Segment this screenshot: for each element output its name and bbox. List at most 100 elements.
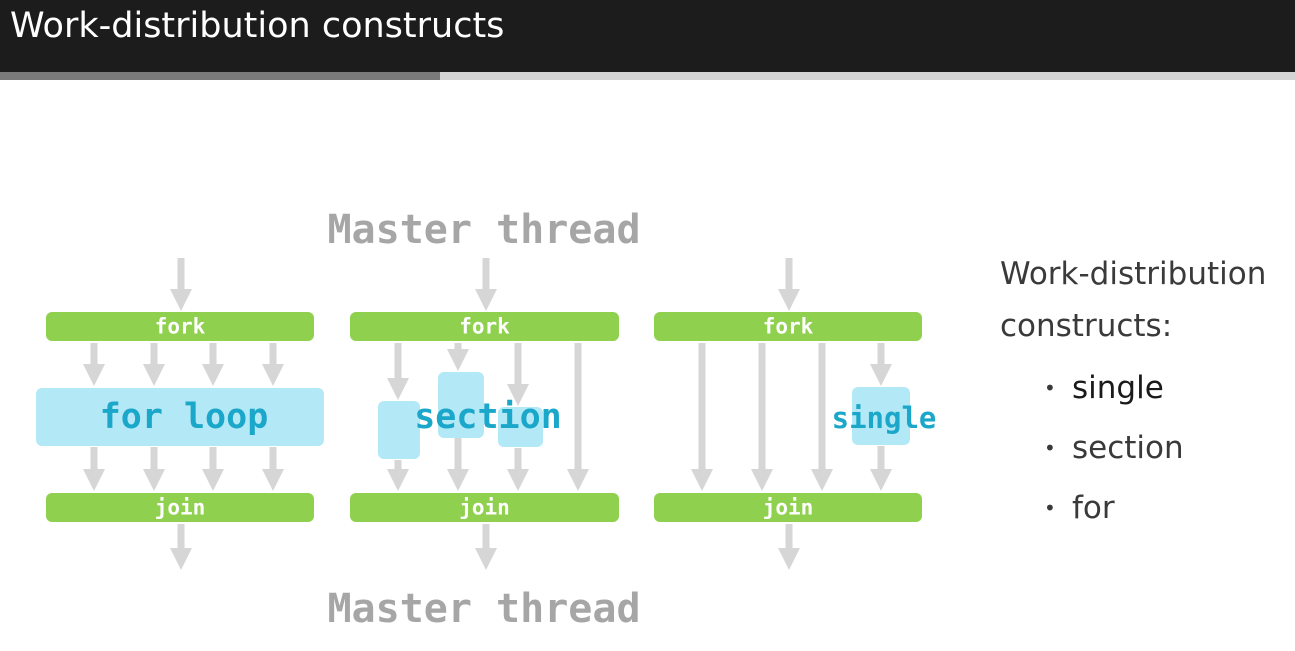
arrow-head (83, 469, 105, 491)
work-block-group (36, 372, 910, 459)
arrow-head (262, 364, 284, 386)
arrow-shaft (90, 343, 98, 366)
single-label: single (832, 401, 937, 435)
bar-group (46, 312, 922, 522)
output-arrow-icon (475, 524, 497, 570)
arrow-head (170, 289, 192, 311)
down-arrow-icon (751, 343, 773, 491)
output-arrow-icon (778, 524, 800, 570)
arrow-shaft (877, 343, 885, 366)
down-arrow-icon (870, 446, 892, 491)
arrow-shaft (818, 343, 826, 471)
down-arrow-icon (507, 448, 529, 491)
arrow-shaft (177, 258, 185, 291)
bullet-icon: • (1044, 376, 1056, 400)
down-arrow-icon (83, 447, 105, 491)
slide-title: Work-distribution constructs (10, 6, 505, 46)
section-block-3 (498, 407, 543, 447)
arrow-head (387, 378, 409, 400)
down-arrow-icon (567, 343, 589, 491)
slide-progress-fill (0, 72, 441, 80)
section-label: section (414, 397, 562, 437)
construct-list-heading-line-1: Work-distribution (1000, 256, 1267, 292)
arrow-head (870, 364, 892, 386)
down-arrow-icon (387, 460, 409, 491)
arrow-head (143, 364, 165, 386)
fork-bar-2-label: fork (459, 315, 510, 339)
down-arrow-icon (870, 343, 892, 386)
section-block-1 (378, 401, 420, 459)
down-arrow-icon (447, 343, 469, 371)
arrow-head (143, 469, 165, 491)
arrow-shaft (785, 258, 793, 291)
fork-bar-3-label: fork (763, 315, 814, 339)
down-arrow-icon (202, 447, 224, 491)
arrow-shaft (209, 447, 217, 471)
arrow-shaft (177, 524, 185, 550)
down-arrow-icon (387, 343, 409, 400)
join-bar-3 (654, 493, 922, 522)
master-thread-top-label: Master thread (327, 207, 640, 253)
arrow-head (475, 289, 497, 311)
arrow-head (475, 548, 497, 570)
down-arrow-icon (691, 343, 713, 491)
arrow-shaft (514, 448, 522, 471)
arrow-head (567, 469, 589, 491)
arrow-head (751, 469, 773, 491)
construct-list-panel: Work-distribution constructs: • single • s… (1000, 248, 1290, 538)
arrow-shaft (209, 343, 217, 366)
construct-item-section: • section (1044, 418, 1290, 478)
fork-bar-3 (654, 312, 922, 341)
arrow-head (447, 469, 469, 491)
arrow-shaft (758, 343, 766, 471)
construct-list: • single • section •for (1000, 358, 1290, 538)
join-bar-3-label: join (763, 496, 814, 520)
arrow-head (202, 364, 224, 386)
down-arrow-icon (262, 447, 284, 491)
arrow-shaft (482, 524, 490, 550)
construct-item-label: single (1072, 370, 1164, 406)
title-bar: Work-distribution constructs (0, 0, 1295, 72)
construct-item-for: •for (1044, 478, 1290, 538)
arrow-shaft (394, 460, 402, 471)
input-arrow-icon (170, 258, 192, 311)
arrow-head (507, 469, 529, 491)
for-loop-label: for loop (100, 397, 269, 437)
arrow-head (870, 469, 892, 491)
arrow-shaft (269, 447, 277, 471)
arrow-head (170, 548, 192, 570)
arrow-shaft (698, 343, 706, 471)
arrow-shaft (877, 446, 885, 471)
fork-bar-1 (46, 312, 314, 341)
arrow-shaft (514, 343, 522, 386)
arrow-head (262, 469, 284, 491)
arrow-shaft (90, 447, 98, 471)
arrow-shaft (394, 343, 402, 380)
down-arrow-icon (143, 447, 165, 491)
down-arrow-icon (507, 343, 529, 406)
down-arrow-icon (202, 343, 224, 386)
arrow-head (811, 469, 833, 491)
arrow-shaft (150, 447, 158, 471)
section-block-2 (438, 372, 484, 438)
arrow-head (83, 364, 105, 386)
join-bar-2 (350, 493, 619, 522)
slide-progress-bar (0, 72, 1295, 80)
bullet-icon: • (1044, 496, 1056, 520)
arrow-head (778, 548, 800, 570)
arrow-head (202, 469, 224, 491)
master-thread-bottom-label: Master thread (327, 586, 640, 632)
construct-item-label: section (1072, 430, 1184, 466)
input-arrow-icon (778, 258, 800, 311)
arrow-shaft (150, 343, 158, 366)
down-arrow-icon (811, 343, 833, 491)
arrow-shaft (454, 438, 462, 471)
down-arrow-icon (83, 343, 105, 386)
arrow-group (83, 258, 892, 570)
construct-list-heading-line-2: constructs: (1000, 308, 1173, 344)
bullet-icon: • (1044, 436, 1056, 460)
construct-item-single: • single (1044, 358, 1290, 418)
join-bar-2-label: join (459, 496, 510, 520)
